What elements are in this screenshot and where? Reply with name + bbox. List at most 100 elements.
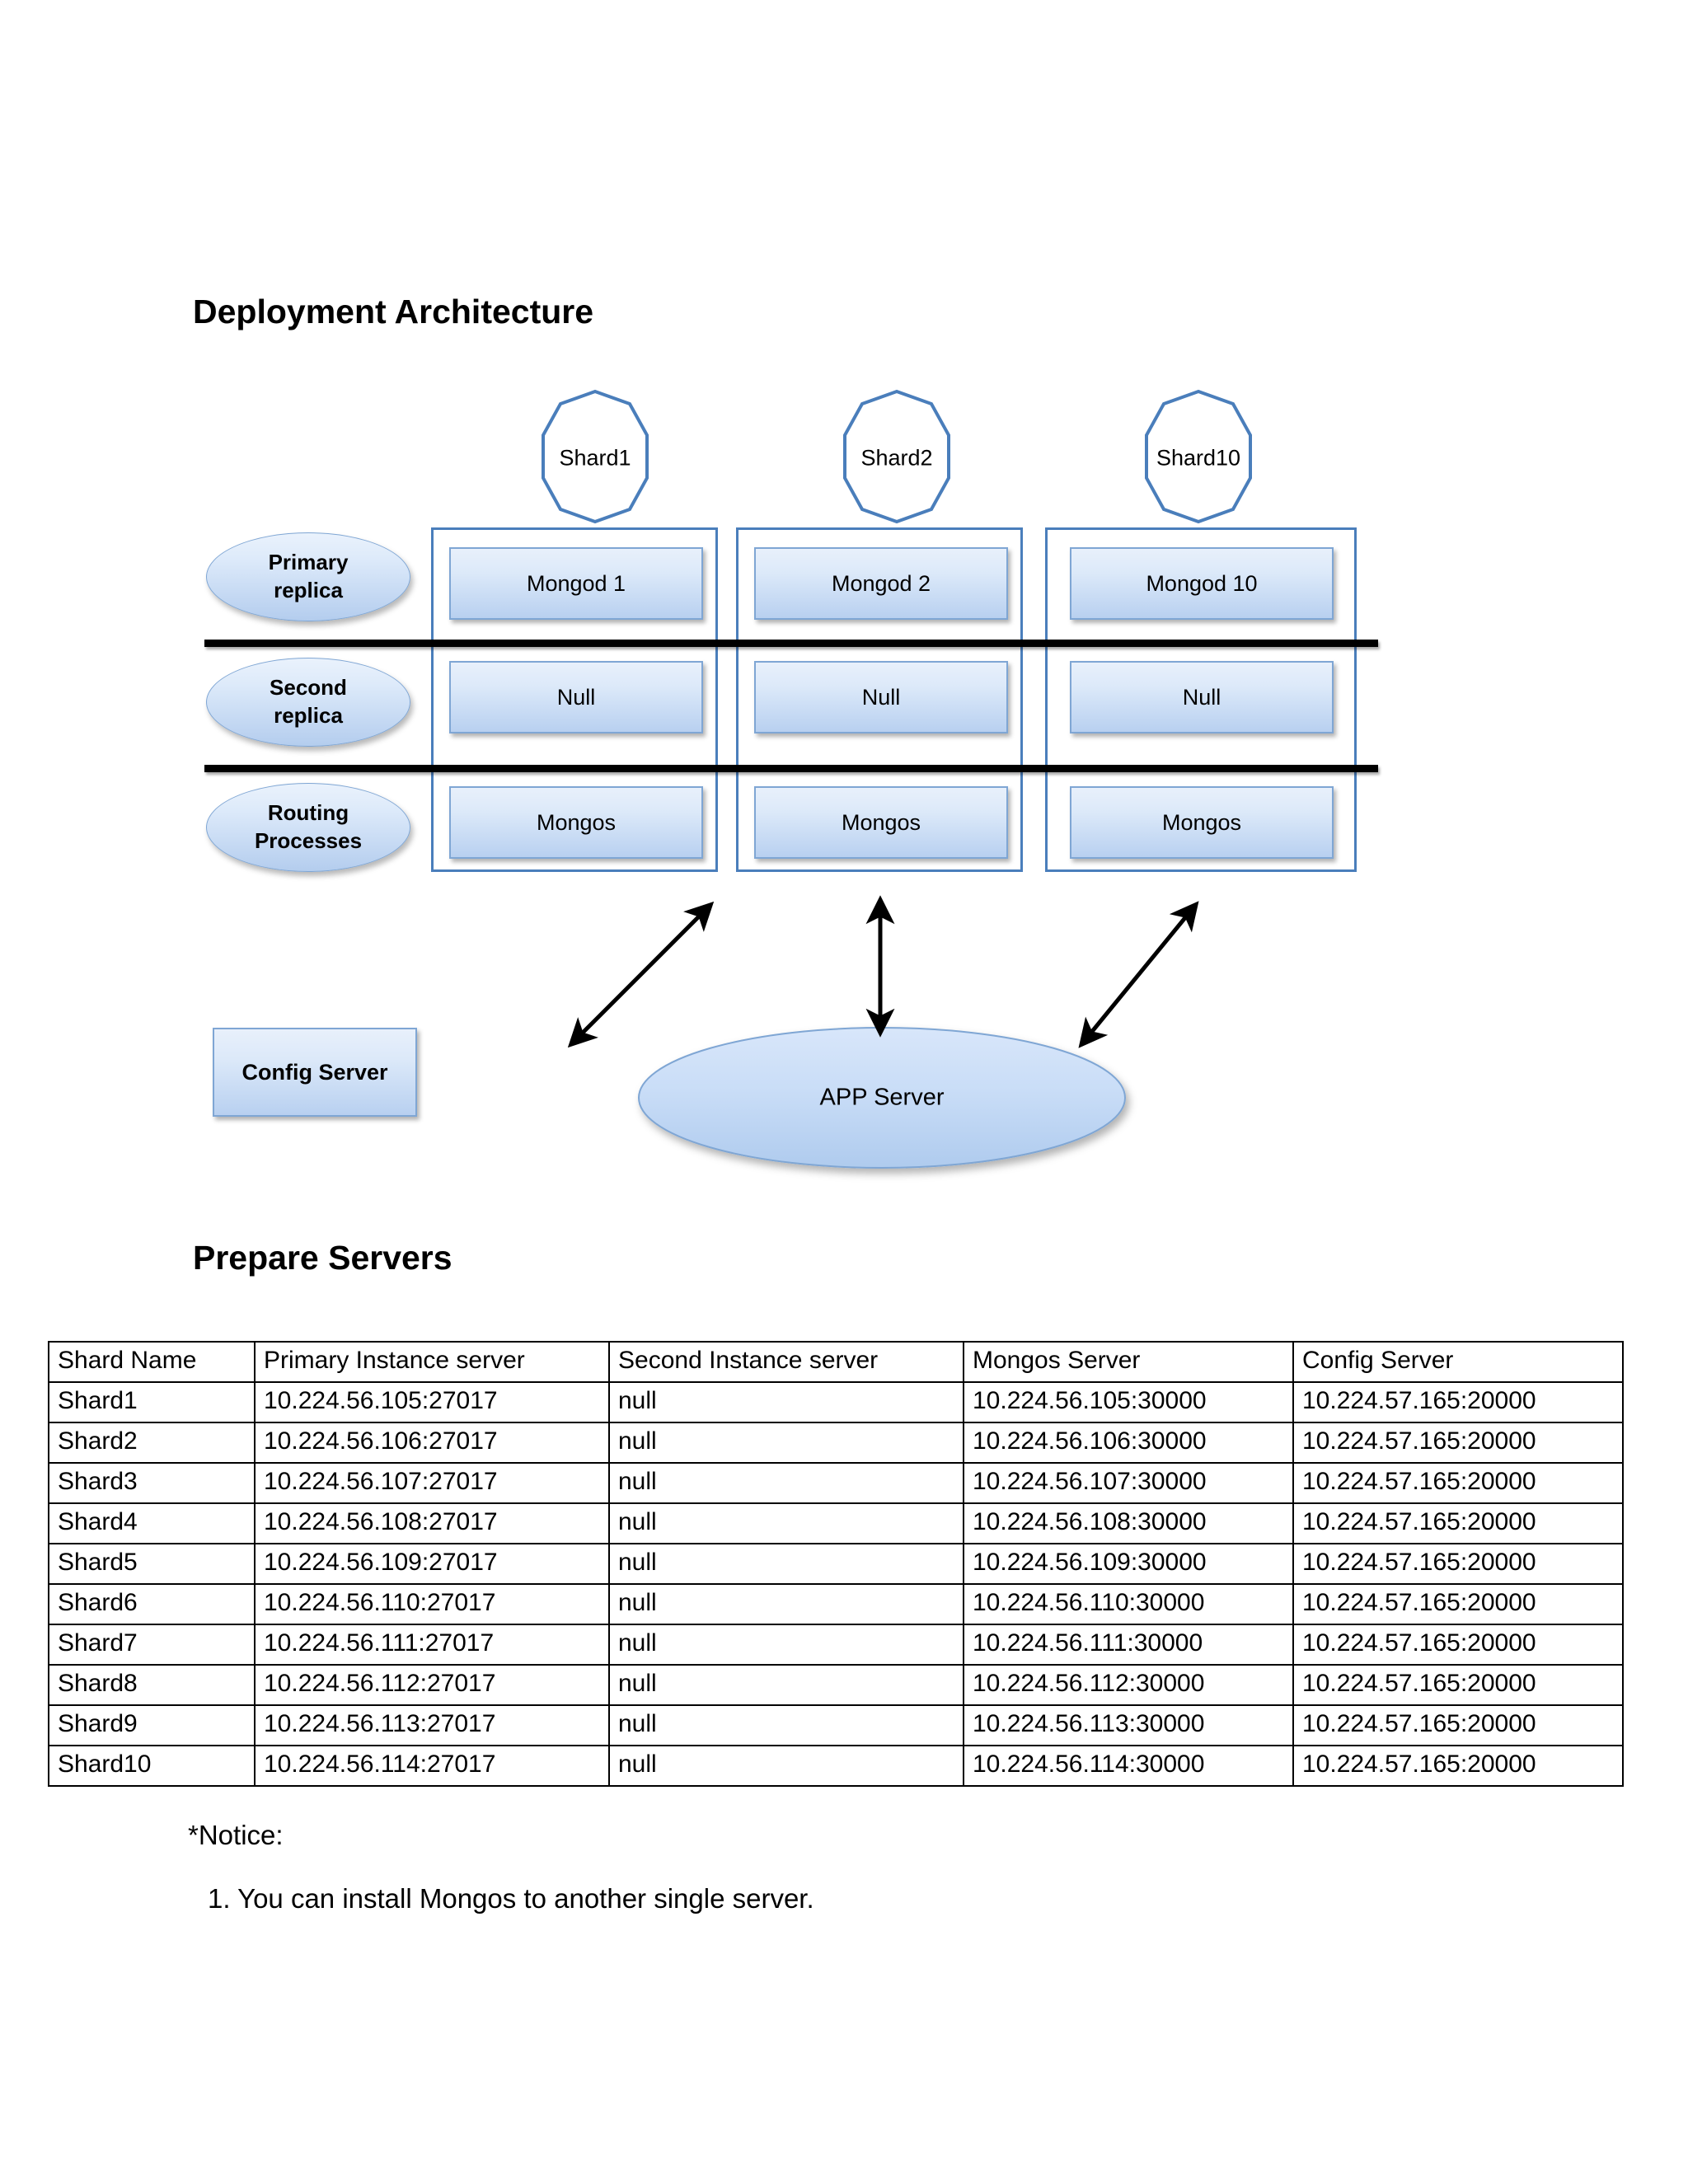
cell-shard-name: Shard1	[48, 1381, 256, 1423]
separator-rule-second-routing	[204, 765, 1378, 772]
separator-rule-primary-second	[204, 640, 1378, 647]
cell-config-server: 10.224.57.165:20000	[1292, 1664, 1624, 1706]
column-header-primary-instance: Primary Instance server	[254, 1341, 610, 1383]
cell-primary-instance: 10.224.56.111:27017	[254, 1624, 610, 1666]
cell-primary-instance: 10.224.56.107:27017	[254, 1462, 610, 1504]
row-label-primary-replica: Primary replica	[206, 532, 410, 621]
diagram-vector-layer	[542, 389, 1252, 1169]
node-second-replica-1: Null	[449, 661, 703, 733]
cell-primary-instance: 10.224.56.114:27017	[254, 1745, 610, 1787]
row-label-routing-line2: Processes	[254, 828, 363, 853]
cell-second-instance: null	[608, 1624, 964, 1666]
cell-primary-instance: 10.224.56.112:27017	[254, 1664, 610, 1706]
section-title-prepare-servers: Prepare Servers	[193, 1239, 452, 1277]
cell-second-instance: null	[608, 1664, 964, 1706]
cell-shard-name: Shard6	[48, 1583, 256, 1625]
node-mongod-2: Mongod 2	[754, 547, 1008, 620]
node-mongod-10: Mongod 10	[1070, 547, 1334, 620]
column-header-second-instance: Second Instance server	[608, 1341, 964, 1383]
column-header-shard-name: Shard Name	[48, 1341, 256, 1383]
column-header-mongos-server: Mongos Server	[963, 1341, 1294, 1383]
cell-second-instance: null	[608, 1502, 964, 1544]
node-second-replica-10: Null	[1070, 661, 1334, 733]
cell-shard-name: Shard5	[48, 1543, 256, 1585]
row-label-routing-processes: Routing Processes	[206, 783, 410, 872]
cell-primary-instance: 10.224.56.108:27017	[254, 1502, 610, 1544]
node-mongos-2: Mongos	[754, 786, 1008, 859]
node-mongod-1: Mongod 1	[449, 547, 703, 620]
cell-mongos-server: 10.224.56.108:30000	[963, 1502, 1294, 1544]
cell-mongos-server: 10.224.56.106:30000	[963, 1422, 1294, 1464]
notice-item-1: 1. You can install Mongos to another sin…	[208, 1883, 814, 1914]
row-label-second-replica: Second replica	[206, 658, 410, 747]
cell-mongos-server: 10.224.56.110:30000	[963, 1583, 1294, 1625]
cell-config-server: 10.224.57.165:20000	[1292, 1381, 1624, 1423]
arrow-mongos10-to-app-server	[1078, 901, 1199, 1048]
cell-primary-instance: 10.224.56.105:27017	[254, 1381, 610, 1423]
prepare-servers-table-container: Shard Name Primary Instance server Secon…	[48, 1341, 1624, 1787]
table-header-row: Shard Name Primary Instance server Secon…	[48, 1341, 1624, 1383]
cell-mongos-server: 10.224.56.112:30000	[963, 1664, 1294, 1706]
cell-second-instance: null	[608, 1381, 964, 1423]
cell-config-server: 10.224.57.165:20000	[1292, 1745, 1624, 1787]
cell-shard-name: Shard8	[48, 1664, 256, 1706]
connector-arrows	[567, 895, 1199, 1048]
cell-shard-name: Shard2	[48, 1422, 256, 1464]
cell-shard-name: Shard4	[48, 1502, 256, 1544]
row-label-primary-line1: Primary	[268, 550, 349, 575]
shard-group-box-1	[431, 527, 718, 872]
node-mongos-10: Mongos	[1070, 786, 1334, 859]
cell-shard-name: Shard7	[48, 1624, 256, 1666]
cell-shard-name: Shard3	[48, 1462, 256, 1504]
cell-config-server: 10.224.57.165:20000	[1292, 1543, 1624, 1585]
cell-primary-instance: 10.224.56.110:27017	[254, 1583, 610, 1625]
shard-label-2: Shard2	[860, 445, 933, 471]
cell-shard-name: Shard10	[48, 1745, 256, 1787]
prepare-servers-table: Shard Name Primary Instance server Secon…	[48, 1341, 1624, 1787]
cell-mongos-server: 10.224.56.105:30000	[963, 1381, 1294, 1423]
cell-second-instance: null	[608, 1543, 964, 1585]
cell-mongos-server: 10.224.56.109:30000	[963, 1543, 1294, 1585]
deployment-architecture-diagram: Shard1 Shard2 Shard10 Primary replica Se…	[0, 379, 1688, 1212]
shard-group-box-10	[1045, 527, 1357, 872]
row-label-second-line1: Second	[270, 675, 347, 701]
notice-list: 1. You can install Mongos to another sin…	[208, 1883, 814, 1915]
cell-mongos-server: 10.224.56.107:30000	[963, 1462, 1294, 1504]
row-label-routing-line1: Routing	[267, 800, 349, 826]
shard-group-box-2	[736, 527, 1023, 872]
arrow-mongos1-to-app-server	[567, 901, 715, 1048]
cell-second-instance: null	[608, 1462, 964, 1504]
shard-polygon-shard10	[1145, 389, 1252, 524]
node-second-replica-2: Null	[754, 661, 1008, 733]
shard-polygon-shard1	[542, 389, 649, 524]
cell-config-server: 10.224.57.165:20000	[1292, 1583, 1624, 1625]
notice-title: *Notice:	[188, 1820, 284, 1850]
cell-second-instance: null	[608, 1422, 964, 1464]
node-config-server: Config Server	[213, 1028, 417, 1117]
cell-primary-instance: 10.224.56.113:27017	[254, 1704, 610, 1746]
cell-second-instance: null	[608, 1704, 964, 1746]
cell-primary-instance: 10.224.56.109:27017	[254, 1543, 610, 1585]
cell-config-server: 10.224.57.165:20000	[1292, 1624, 1624, 1666]
node-app-server-label: APP Server	[819, 1084, 945, 1111]
column-header-config-server: Config Server	[1292, 1341, 1624, 1383]
shard-label-1: Shard1	[559, 445, 631, 471]
cell-config-server: 10.224.57.165:20000	[1292, 1462, 1624, 1504]
cell-mongos-server: 10.224.56.113:30000	[963, 1704, 1294, 1746]
cell-mongos-server: 10.224.56.111:30000	[963, 1624, 1294, 1666]
cell-config-server: 10.224.57.165:20000	[1292, 1502, 1624, 1544]
cell-primary-instance: 10.224.56.106:27017	[254, 1422, 610, 1464]
page-title-deployment-architecture: Deployment Architecture	[193, 293, 594, 330]
cell-second-instance: null	[608, 1583, 964, 1625]
cell-mongos-server: 10.224.56.114:30000	[963, 1745, 1294, 1787]
shard-polygon-shard2	[843, 389, 950, 524]
